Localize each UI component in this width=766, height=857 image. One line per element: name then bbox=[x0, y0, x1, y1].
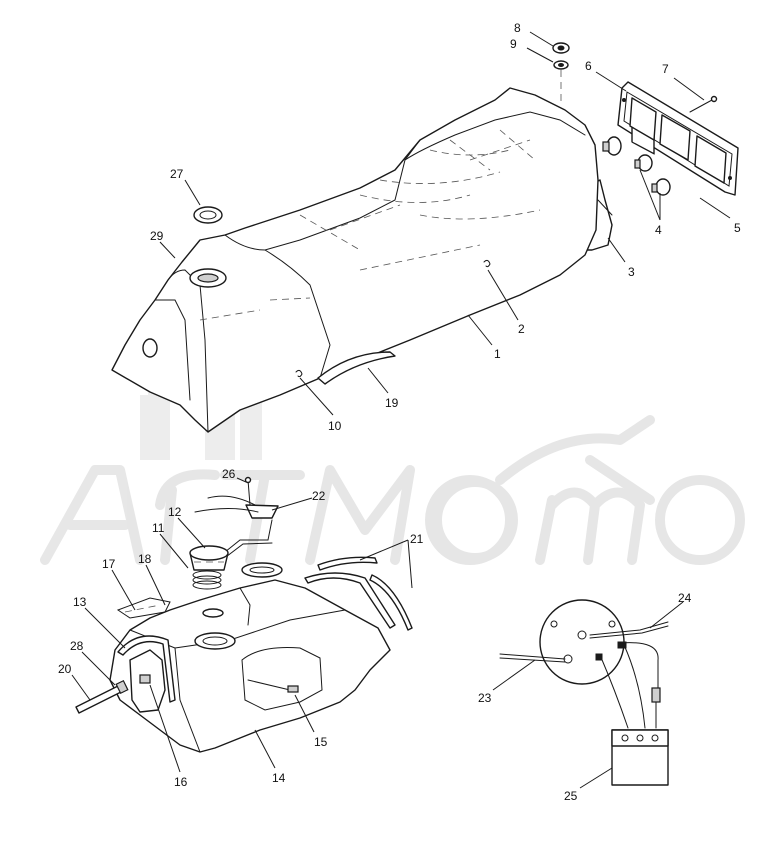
callout-19: 19 bbox=[385, 396, 399, 410]
sensor-15 bbox=[247, 679, 299, 693]
callout-12: 12 bbox=[168, 505, 182, 519]
callout-5: 5 bbox=[734, 221, 741, 235]
callout-3: 3 bbox=[628, 265, 635, 279]
tail-lens-frame bbox=[617, 81, 739, 196]
fuel-line bbox=[75, 679, 129, 714]
callout-6: 6 bbox=[585, 59, 592, 73]
callout-16: 16 bbox=[174, 775, 188, 789]
callout-13: 13 bbox=[73, 595, 87, 609]
callout-labels: 1 2 3 4 5 6 7 8 9 10 11 12 13 14 15 16 1… bbox=[58, 21, 741, 803]
fuel-tank bbox=[109, 579, 391, 753]
callout-15: 15 bbox=[314, 735, 328, 749]
callout-8: 8 bbox=[514, 21, 521, 35]
clip-2 bbox=[483, 259, 491, 268]
seat-side-hole bbox=[142, 338, 158, 358]
callout-4: 4 bbox=[655, 223, 662, 237]
callout-23: 23 bbox=[478, 691, 492, 705]
grommet-27 bbox=[193, 206, 223, 224]
callout-10: 10 bbox=[328, 419, 342, 433]
callout-7: 7 bbox=[662, 62, 669, 76]
callout-25: 25 bbox=[564, 789, 578, 803]
callout-22: 22 bbox=[312, 489, 326, 503]
tank-recess bbox=[241, 647, 323, 711]
callout-21: 21 bbox=[410, 532, 424, 546]
nut-washer-8-9 bbox=[552, 42, 570, 105]
callout-9: 9 bbox=[510, 37, 517, 51]
bulbs-4 bbox=[602, 136, 671, 196]
callout-20: 20 bbox=[58, 662, 72, 676]
callout-26: 26 bbox=[222, 467, 236, 481]
leader-lines bbox=[71, 31, 731, 789]
callout-2: 2 bbox=[518, 322, 525, 336]
filler-neck bbox=[194, 632, 236, 650]
callout-1: 1 bbox=[494, 347, 501, 361]
callout-27: 27 bbox=[170, 167, 184, 181]
sending-unit bbox=[189, 476, 283, 590]
seat-strap bbox=[317, 351, 396, 385]
seat-assembly bbox=[111, 87, 613, 433]
callout-18: 18 bbox=[138, 552, 152, 566]
strap-13 bbox=[117, 635, 176, 703]
clip-10 bbox=[295, 369, 303, 378]
callout-28: 28 bbox=[70, 639, 84, 653]
tank-body bbox=[109, 579, 391, 753]
tank-pads-21 bbox=[304, 556, 413, 631]
callout-29: 29 bbox=[150, 229, 164, 243]
regulator-assembly bbox=[499, 599, 669, 786]
seat-body bbox=[111, 87, 599, 433]
callout-17: 17 bbox=[102, 557, 116, 571]
screw-7 bbox=[689, 99, 713, 113]
callout-14: 14 bbox=[272, 771, 286, 785]
callout-11: 11 bbox=[152, 521, 165, 535]
mount-plate bbox=[539, 599, 625, 685]
callout-24: 24 bbox=[678, 591, 692, 605]
